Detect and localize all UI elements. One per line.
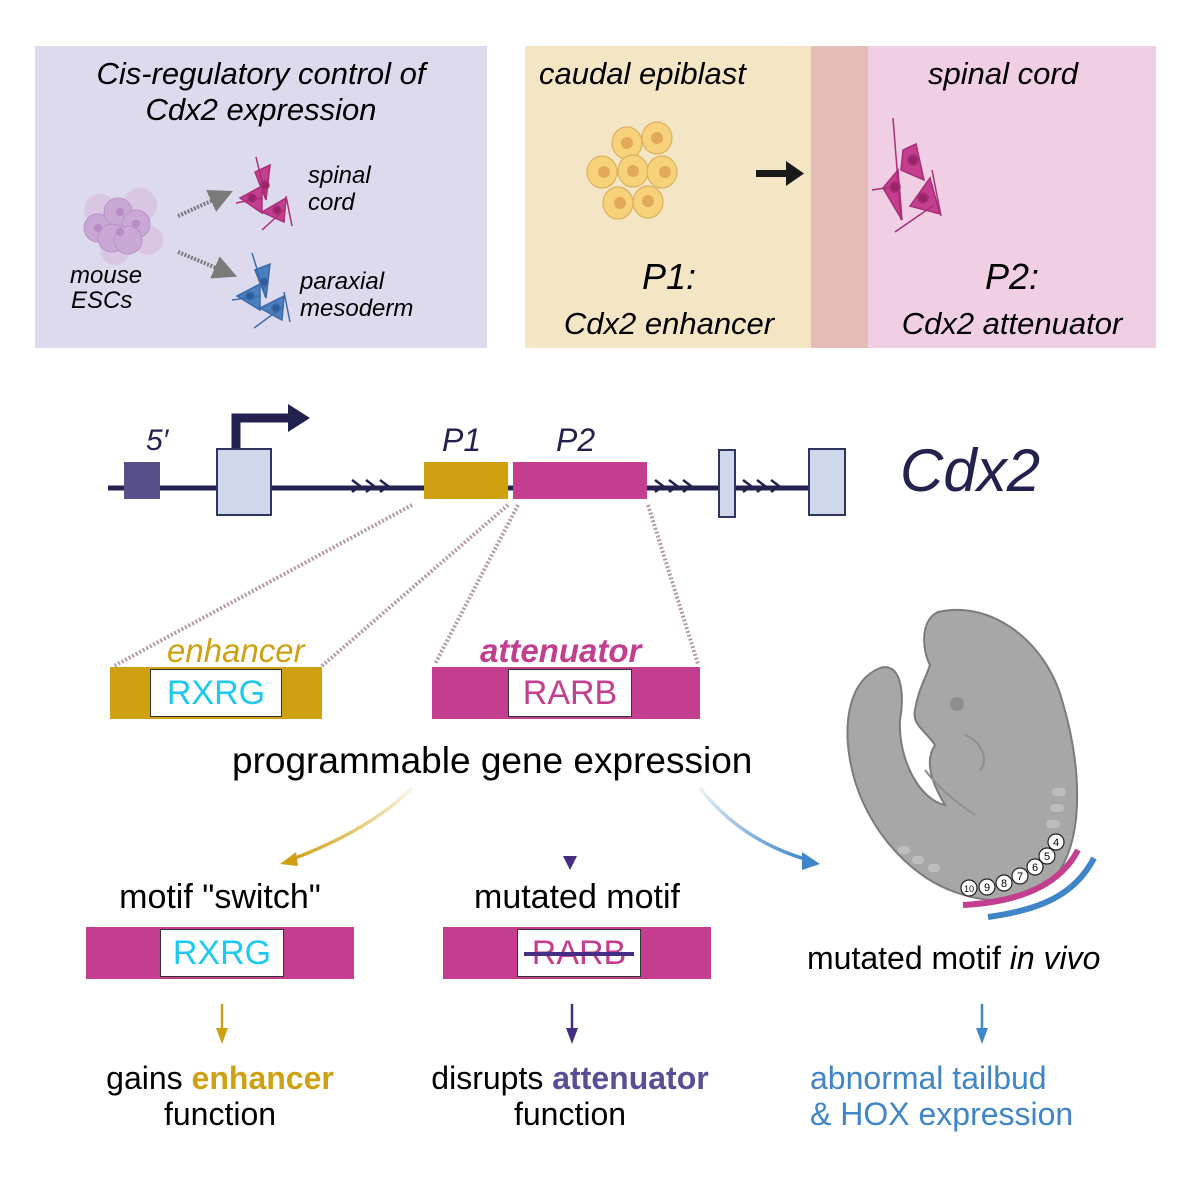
transition-arrow-icon bbox=[756, 161, 804, 186]
arrow-to-in-vivo bbox=[698, 786, 809, 862]
p2-description: Cdx2 attenuator bbox=[901, 306, 1123, 341]
enhancer-motif-box: RXRG bbox=[150, 669, 282, 717]
mutated-result-key: attenuator bbox=[552, 1060, 709, 1096]
p2-region bbox=[513, 462, 647, 499]
spinal-cord-neuron-icon bbox=[235, 156, 293, 231]
cord-label: cord bbox=[308, 189, 355, 216]
somite-circle bbox=[1026, 858, 1044, 876]
mesoderm-label: mesoderm bbox=[300, 295, 414, 322]
somite-number: 5 bbox=[1044, 851, 1050, 863]
attenuator-label: attenuator bbox=[480, 632, 642, 669]
switch-result-pre: gains bbox=[106, 1060, 192, 1096]
cdx2-gene-map bbox=[108, 404, 846, 518]
enhancer-label: enhancer bbox=[167, 632, 305, 669]
in-vivo-title-text: mutated motif bbox=[807, 940, 1010, 976]
somite-number: 7 bbox=[1017, 871, 1023, 883]
exon-1 bbox=[216, 448, 272, 516]
strikethrough-line bbox=[524, 952, 634, 956]
in-vivo-title: mutated motif in vivo bbox=[807, 940, 1100, 976]
mutated-result-pre: disrupts bbox=[431, 1060, 553, 1096]
arrow-to-switch bbox=[289, 786, 414, 862]
p1-region bbox=[424, 462, 508, 499]
somite-circle bbox=[978, 878, 996, 896]
mutated-result-line1: disrupts attenuator bbox=[400, 1060, 740, 1096]
switch-result-key: enhancer bbox=[191, 1060, 334, 1096]
somite-number: 8 bbox=[1001, 878, 1007, 890]
arrow-to-spinal-cord bbox=[177, 190, 233, 218]
mouse-embryo-icon bbox=[846, 608, 1097, 920]
somite-circle bbox=[1038, 847, 1056, 865]
somite-number: 10 bbox=[964, 884, 974, 894]
somite-circle bbox=[995, 874, 1013, 892]
p1-label: P1: bbox=[641, 256, 697, 297]
mutated-result-line2: function bbox=[513, 1096, 627, 1132]
panel-transition-band bbox=[811, 46, 869, 348]
attenuator-motif-box: RARB bbox=[508, 669, 632, 717]
somite-circle bbox=[960, 879, 978, 897]
somite-number: 6 bbox=[1032, 862, 1038, 874]
gene-name: Cdx2 bbox=[900, 437, 1041, 504]
somite-number: 4 bbox=[1053, 837, 1059, 849]
exon-2 bbox=[718, 449, 736, 518]
switch-title: motif "switch" bbox=[119, 878, 321, 916]
in-vivo-result-line2: & HOX expression bbox=[810, 1096, 1074, 1132]
mutated-title: mutated motif bbox=[474, 878, 680, 916]
caudal-epiblast-cells-icon bbox=[586, 121, 678, 220]
mutated-motif-box: RARB bbox=[517, 929, 641, 977]
p1-description: Cdx2 enhancer bbox=[563, 306, 775, 341]
panel-caudal-epiblast bbox=[525, 46, 813, 348]
paraxial-label: paraxial bbox=[300, 268, 385, 295]
in-vivo-italic: in vivo bbox=[1009, 940, 1101, 976]
mouse-label: mouse bbox=[70, 262, 143, 289]
arrow-to-paraxial-mesoderm bbox=[177, 250, 238, 279]
exon-3 bbox=[808, 448, 846, 516]
switch-result-line1: gains enhancer bbox=[60, 1060, 380, 1096]
mouse-esc-cluster-icon bbox=[83, 188, 163, 265]
attenuator-expression-arc bbox=[962, 848, 1081, 908]
spinal-label: spinal bbox=[308, 162, 371, 189]
zoom-lines bbox=[113, 503, 700, 668]
switch-motif-box: RXRG bbox=[160, 929, 284, 977]
p2-label: P2: bbox=[984, 256, 1040, 297]
somite-number: 9 bbox=[984, 882, 990, 894]
caudal-epiblast-title: caudal epiblast bbox=[539, 56, 746, 91]
p1-map-label: P1 bbox=[442, 422, 482, 458]
somite-circle bbox=[1011, 867, 1029, 885]
upstream-5prime-element bbox=[124, 462, 160, 499]
paraxial-mesoderm-cell-icon bbox=[231, 252, 291, 329]
five-prime-label: 5′ bbox=[146, 424, 169, 457]
spinal-cord-neurons-icon bbox=[871, 117, 942, 233]
switch-result-line2: function bbox=[163, 1096, 277, 1132]
panel-a-title-line1: Cis-regulatory control of bbox=[96, 56, 426, 91]
programmable-caption: programmable gene expression bbox=[232, 740, 753, 781]
spinal-cord-title: spinal cord bbox=[928, 56, 1078, 91]
hox-expression-arc bbox=[987, 856, 1097, 920]
arrow-mutated-result bbox=[566, 1004, 578, 1044]
escs-label: ESCs bbox=[71, 287, 133, 314]
p2-map-label: P2 bbox=[556, 422, 596, 458]
panel-a-title-line2: Cdx2 expression bbox=[145, 92, 377, 127]
in-vivo-result-line1: abnormal tailbud bbox=[810, 1060, 1047, 1096]
intron-direction-marks bbox=[351, 479, 782, 493]
somite-circle bbox=[1047, 833, 1065, 851]
arrow-in-vivo-result bbox=[976, 1004, 988, 1044]
arrow-switch-result bbox=[216, 1004, 228, 1044]
